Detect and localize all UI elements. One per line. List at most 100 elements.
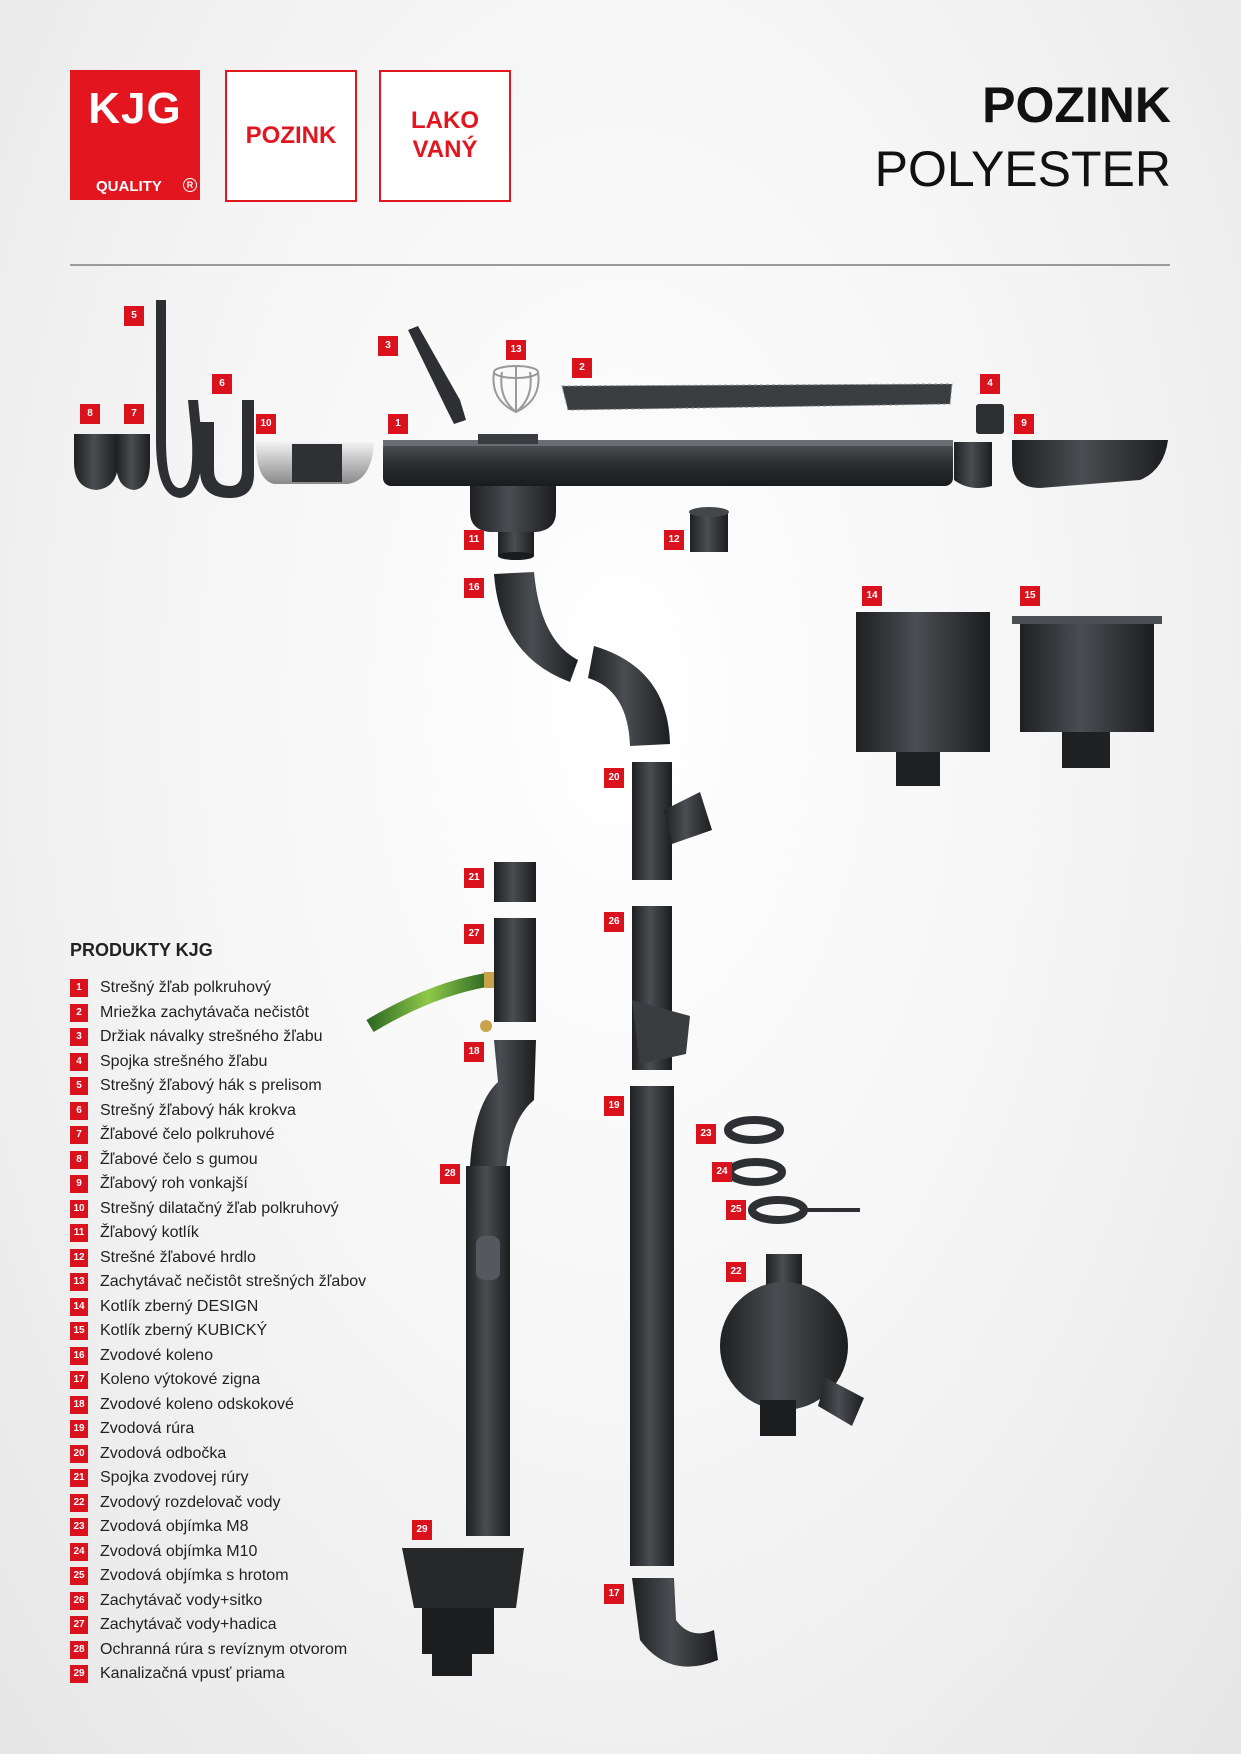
legend-item-number: 10: [70, 1199, 88, 1218]
legend-item: 27 Zachytávač vody+hadica: [70, 1613, 366, 1638]
callout-6: 6: [212, 374, 232, 394]
legend-item-label: Koleno výtokové zigna: [100, 1371, 261, 1389]
legend-item: 1 Strešný žľab polkruhový: [70, 976, 366, 1001]
callout-8: 8: [80, 404, 100, 424]
legend-item-label: Kanalizačná vpusť priama: [100, 1665, 285, 1683]
collection-box-part-14: [856, 612, 990, 786]
legend-item-number: 16: [70, 1346, 88, 1365]
mesh-part-2: [561, 383, 953, 411]
legend-item-number: 4: [70, 1052, 88, 1071]
gutter-part-1: [383, 434, 953, 486]
callout-14: 14: [862, 586, 882, 606]
legend-item-label: Zvodový rozdelovač vody: [100, 1493, 281, 1511]
callout-18: 18: [464, 1042, 484, 1062]
legend-item-label: Kotlík zberný DESIGN: [100, 1297, 259, 1315]
legend-item-number: 15: [70, 1322, 88, 1341]
legend-item-number: 26: [70, 1591, 88, 1610]
downpipe-elbow-part-16: [494, 572, 670, 746]
logo-quality-text: QUALITY: [96, 178, 162, 195]
legend-item-label: Strešné žľabové hrdlo: [100, 1248, 256, 1266]
callout-24: 24: [712, 1162, 732, 1182]
legend-item-label: Strešný žľab polkruhový: [100, 979, 271, 997]
callout-19: 19: [604, 1096, 624, 1116]
legend-item-label: Spojka strešného žľabu: [100, 1052, 268, 1070]
lakovany-tag: LAKO VANÝ: [379, 70, 511, 202]
legend-item-number: 6: [70, 1101, 88, 1120]
legend-item: 23 Zvodová objímka M8: [70, 1515, 366, 1540]
legend-item-number: 7: [70, 1126, 88, 1145]
legend-item-label: Zvodová objímka M8: [100, 1518, 249, 1536]
end-cap-part-7: [116, 434, 150, 490]
legend-item-number: 29: [70, 1665, 88, 1684]
callout-4: 4: [980, 374, 1000, 394]
outlet-elbow-part-17: [632, 1578, 718, 1667]
callout-1: 1: [388, 414, 408, 434]
corner-part-9: [954, 440, 1168, 488]
callout-25: 25: [726, 1200, 746, 1220]
legend-item-label: Zachytávač vody+hadica: [100, 1616, 277, 1634]
downpipe-part-19: [630, 1086, 674, 1566]
callout-21: 21: [464, 868, 484, 888]
registered-mark: R: [183, 178, 197, 192]
legend-item-number: 17: [70, 1371, 88, 1390]
offset-elbow-part-18: [470, 1040, 536, 1170]
legend-item-number: 19: [70, 1420, 88, 1439]
legend-item: 19 Zvodová rúra: [70, 1417, 366, 1442]
protection-pipe-part-28: [466, 1166, 510, 1536]
legend-item-number: 3: [70, 1028, 88, 1047]
callout-2: 2: [572, 358, 592, 378]
legend-item: 16 Zvodové koleno: [70, 1344, 366, 1369]
legend-item-label: Zvodová objímka s hrotom: [100, 1567, 289, 1585]
legend-item-number: 5: [70, 1077, 88, 1096]
dilatation-gutter-part-10: [256, 442, 374, 484]
legend-item-number: 23: [70, 1518, 88, 1537]
legend-item-number: 1: [70, 979, 88, 998]
legend-item-label: Zvodové koleno: [100, 1346, 213, 1364]
callout-5: 5: [124, 306, 144, 326]
legend-item: 6 Strešný žľabový hák krokva: [70, 1099, 366, 1124]
holder-part-3: [408, 326, 466, 424]
kjg-logo: KJG QUALITY R: [70, 70, 200, 200]
distributor-part-22: [720, 1254, 864, 1436]
legend-item-number: 21: [70, 1469, 88, 1488]
clamp-part-24: [726, 1158, 786, 1186]
rafter-hook-part-6: [200, 400, 254, 498]
water-collector-part-26: [632, 906, 690, 1070]
legend-item-label: Mriežka zachytávača nečistôt: [100, 1003, 309, 1021]
logo-text: KJG: [88, 84, 182, 133]
legend-item-label: Strešný žľabový hák krokva: [100, 1101, 296, 1119]
callout-3: 3: [378, 336, 398, 356]
callout-23: 23: [696, 1124, 716, 1144]
pozink-tag: POZINK: [225, 70, 357, 202]
legend-item-number: 18: [70, 1395, 88, 1414]
legend-item-label: Držiak návalky strešného žľabu: [100, 1028, 323, 1046]
legend-item-number: 20: [70, 1444, 88, 1463]
legend-item: 17 Koleno výtokové zigna: [70, 1368, 366, 1393]
legend-item: 18 Zvodové koleno odskokové: [70, 1393, 366, 1418]
gutter-outlet-part-11: [470, 486, 556, 560]
gutter-hook-part-5: [156, 300, 203, 498]
legend-item-label: Zachytávač nečistôt strešných žľabov: [100, 1273, 367, 1291]
header-divider: [70, 264, 1170, 266]
legend-item-label: Zvodové koleno odskokové: [100, 1395, 294, 1413]
legend-item-label: Zvodová rúra: [100, 1420, 195, 1438]
legend-item-number: 27: [70, 1616, 88, 1635]
branch-part-20: [632, 762, 712, 880]
legend-title: PRODUKTY KJG: [70, 940, 213, 960]
collector-hose-part-27: [366, 918, 536, 1033]
outlet-part-12: [689, 507, 729, 552]
callout-27: 27: [464, 924, 484, 944]
legend-item-label: Spojka zvodovej rúry: [100, 1469, 249, 1487]
